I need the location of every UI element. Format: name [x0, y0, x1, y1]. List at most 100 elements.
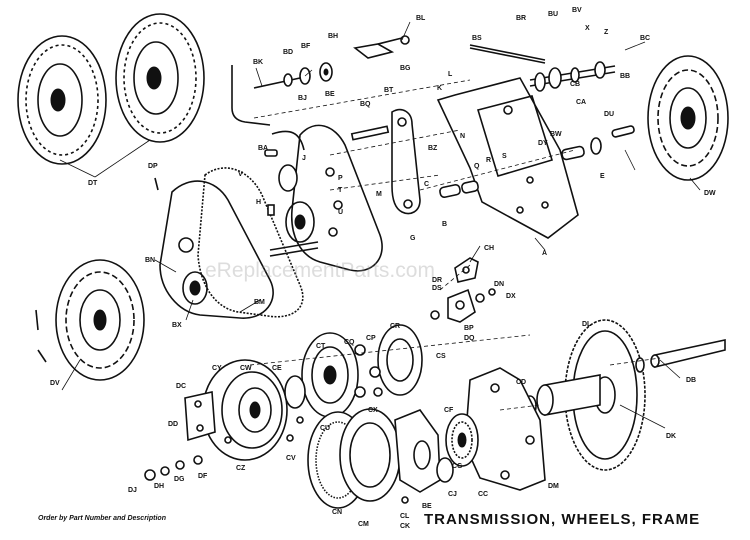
callout-label: CX [368, 407, 378, 414]
gear-housing [184, 359, 306, 461]
callout-label: BA [258, 145, 268, 152]
callout-label: DL [582, 321, 592, 328]
transmission-case [445, 367, 546, 491]
shift-link [350, 108, 421, 215]
callout-label: N [460, 133, 465, 140]
callout-label: CJ [448, 491, 457, 498]
drive-wheel-left [55, 259, 145, 381]
callout-label: CP [366, 335, 376, 342]
callout-label: BU [548, 11, 558, 18]
callout-label: DF [198, 473, 208, 480]
shifter-bracket [430, 288, 496, 323]
callout-label: BP [464, 325, 474, 332]
tire-left [17, 35, 107, 165]
callout-label: CU [320, 425, 330, 432]
callout-label: BG [400, 65, 411, 72]
callout-label: DM [548, 483, 559, 490]
callout-label: CZ [236, 465, 246, 472]
callout-label: A [542, 250, 547, 257]
callout-label: DB [686, 377, 696, 384]
callout-label: DW [704, 190, 716, 197]
callout-label: BV [572, 7, 582, 14]
callout-label: BJ [298, 95, 307, 102]
callout-label: CC [478, 491, 488, 498]
shift-bracket [454, 257, 479, 283]
callout-label: H [256, 199, 261, 206]
callout-label: DH [154, 483, 164, 490]
callout-label: BE [422, 503, 432, 510]
callout-label: BD [283, 49, 293, 56]
callout-label: BS [472, 35, 482, 42]
callout-label: CA [576, 99, 586, 106]
callout-label: DX [506, 293, 516, 300]
callout-label: CM [358, 521, 369, 528]
callout-label: CT [316, 343, 326, 350]
callout-label: DS [432, 285, 442, 292]
callout-label: CS [436, 353, 446, 360]
callout-label: C [424, 181, 429, 188]
callout-label: J [302, 155, 306, 162]
callout-label: X [585, 25, 590, 32]
callout-label: DV [50, 380, 60, 387]
callout-label: DR [432, 277, 442, 284]
callout-label: Z [604, 29, 609, 36]
drive-chain [197, 167, 304, 318]
frame [436, 44, 579, 239]
callout-label: CF [444, 407, 454, 414]
inner-housing [269, 124, 383, 272]
callout-label: DP [148, 163, 158, 170]
callout-label: BB [620, 73, 630, 80]
callout-label: BZ [428, 145, 438, 152]
ring-gear [307, 408, 401, 509]
drive-wheel-right [647, 55, 729, 181]
callout-label: CW [240, 365, 252, 372]
callout-label: CK [400, 523, 410, 530]
callout-label: DU [604, 111, 614, 118]
callout-label: BM [254, 299, 265, 306]
callout-label: CH [484, 245, 494, 252]
callout-label: BC [640, 35, 650, 42]
callout-label: CD [516, 379, 526, 386]
callout-label: V [238, 171, 243, 178]
order-note: Order by Part Number and Description [38, 515, 166, 522]
callout-labels: BL BR BU BV X Z BC BS BK BD BF BH BG BB … [50, 7, 716, 530]
callout-label: BE [325, 91, 335, 98]
callout-label: Q [474, 163, 480, 170]
callout-label: BH [328, 33, 338, 40]
callout-label: T [338, 187, 343, 194]
callout-label: M [376, 191, 382, 198]
callout-label: S [502, 153, 507, 160]
callout-label: CV [286, 455, 296, 462]
callout-label: DK [666, 433, 676, 440]
callout-label: DG [174, 476, 185, 483]
callout-label: B [442, 221, 447, 228]
callout-label: DD [168, 421, 178, 428]
callout-label: BT [384, 87, 394, 94]
callout-label: CG [452, 463, 463, 470]
shift-fork [394, 409, 454, 493]
right-axle-parts [439, 61, 635, 199]
alignment-lines [249, 79, 661, 411]
chain-case-cover [159, 180, 274, 319]
callout-label: DQ [464, 335, 475, 342]
leader-lines [59, 21, 701, 429]
callout-label: BX [172, 322, 182, 329]
callout-label: CL [400, 513, 410, 520]
callout-label: BF [301, 43, 311, 50]
callout-label: P [338, 175, 343, 182]
callout-label: DN [494, 281, 504, 288]
callout-label: CY [212, 365, 222, 372]
tire-right [115, 13, 205, 143]
callout-label: CR [390, 323, 400, 330]
diagram-title: TRANSMISSION, WHEELS, FRAME [424, 511, 701, 528]
callout-label: DY [538, 140, 548, 147]
callout-label: L [448, 71, 453, 78]
callout-label: DC [176, 383, 186, 390]
callout-label: DT [88, 180, 98, 187]
callout-label: BN [145, 257, 155, 264]
callout-label: CN [332, 509, 342, 516]
callout-label: R [486, 157, 491, 164]
callout-label: BQ [360, 101, 371, 108]
callout-label: BK [253, 59, 263, 66]
clutch-stack [301, 324, 423, 418]
